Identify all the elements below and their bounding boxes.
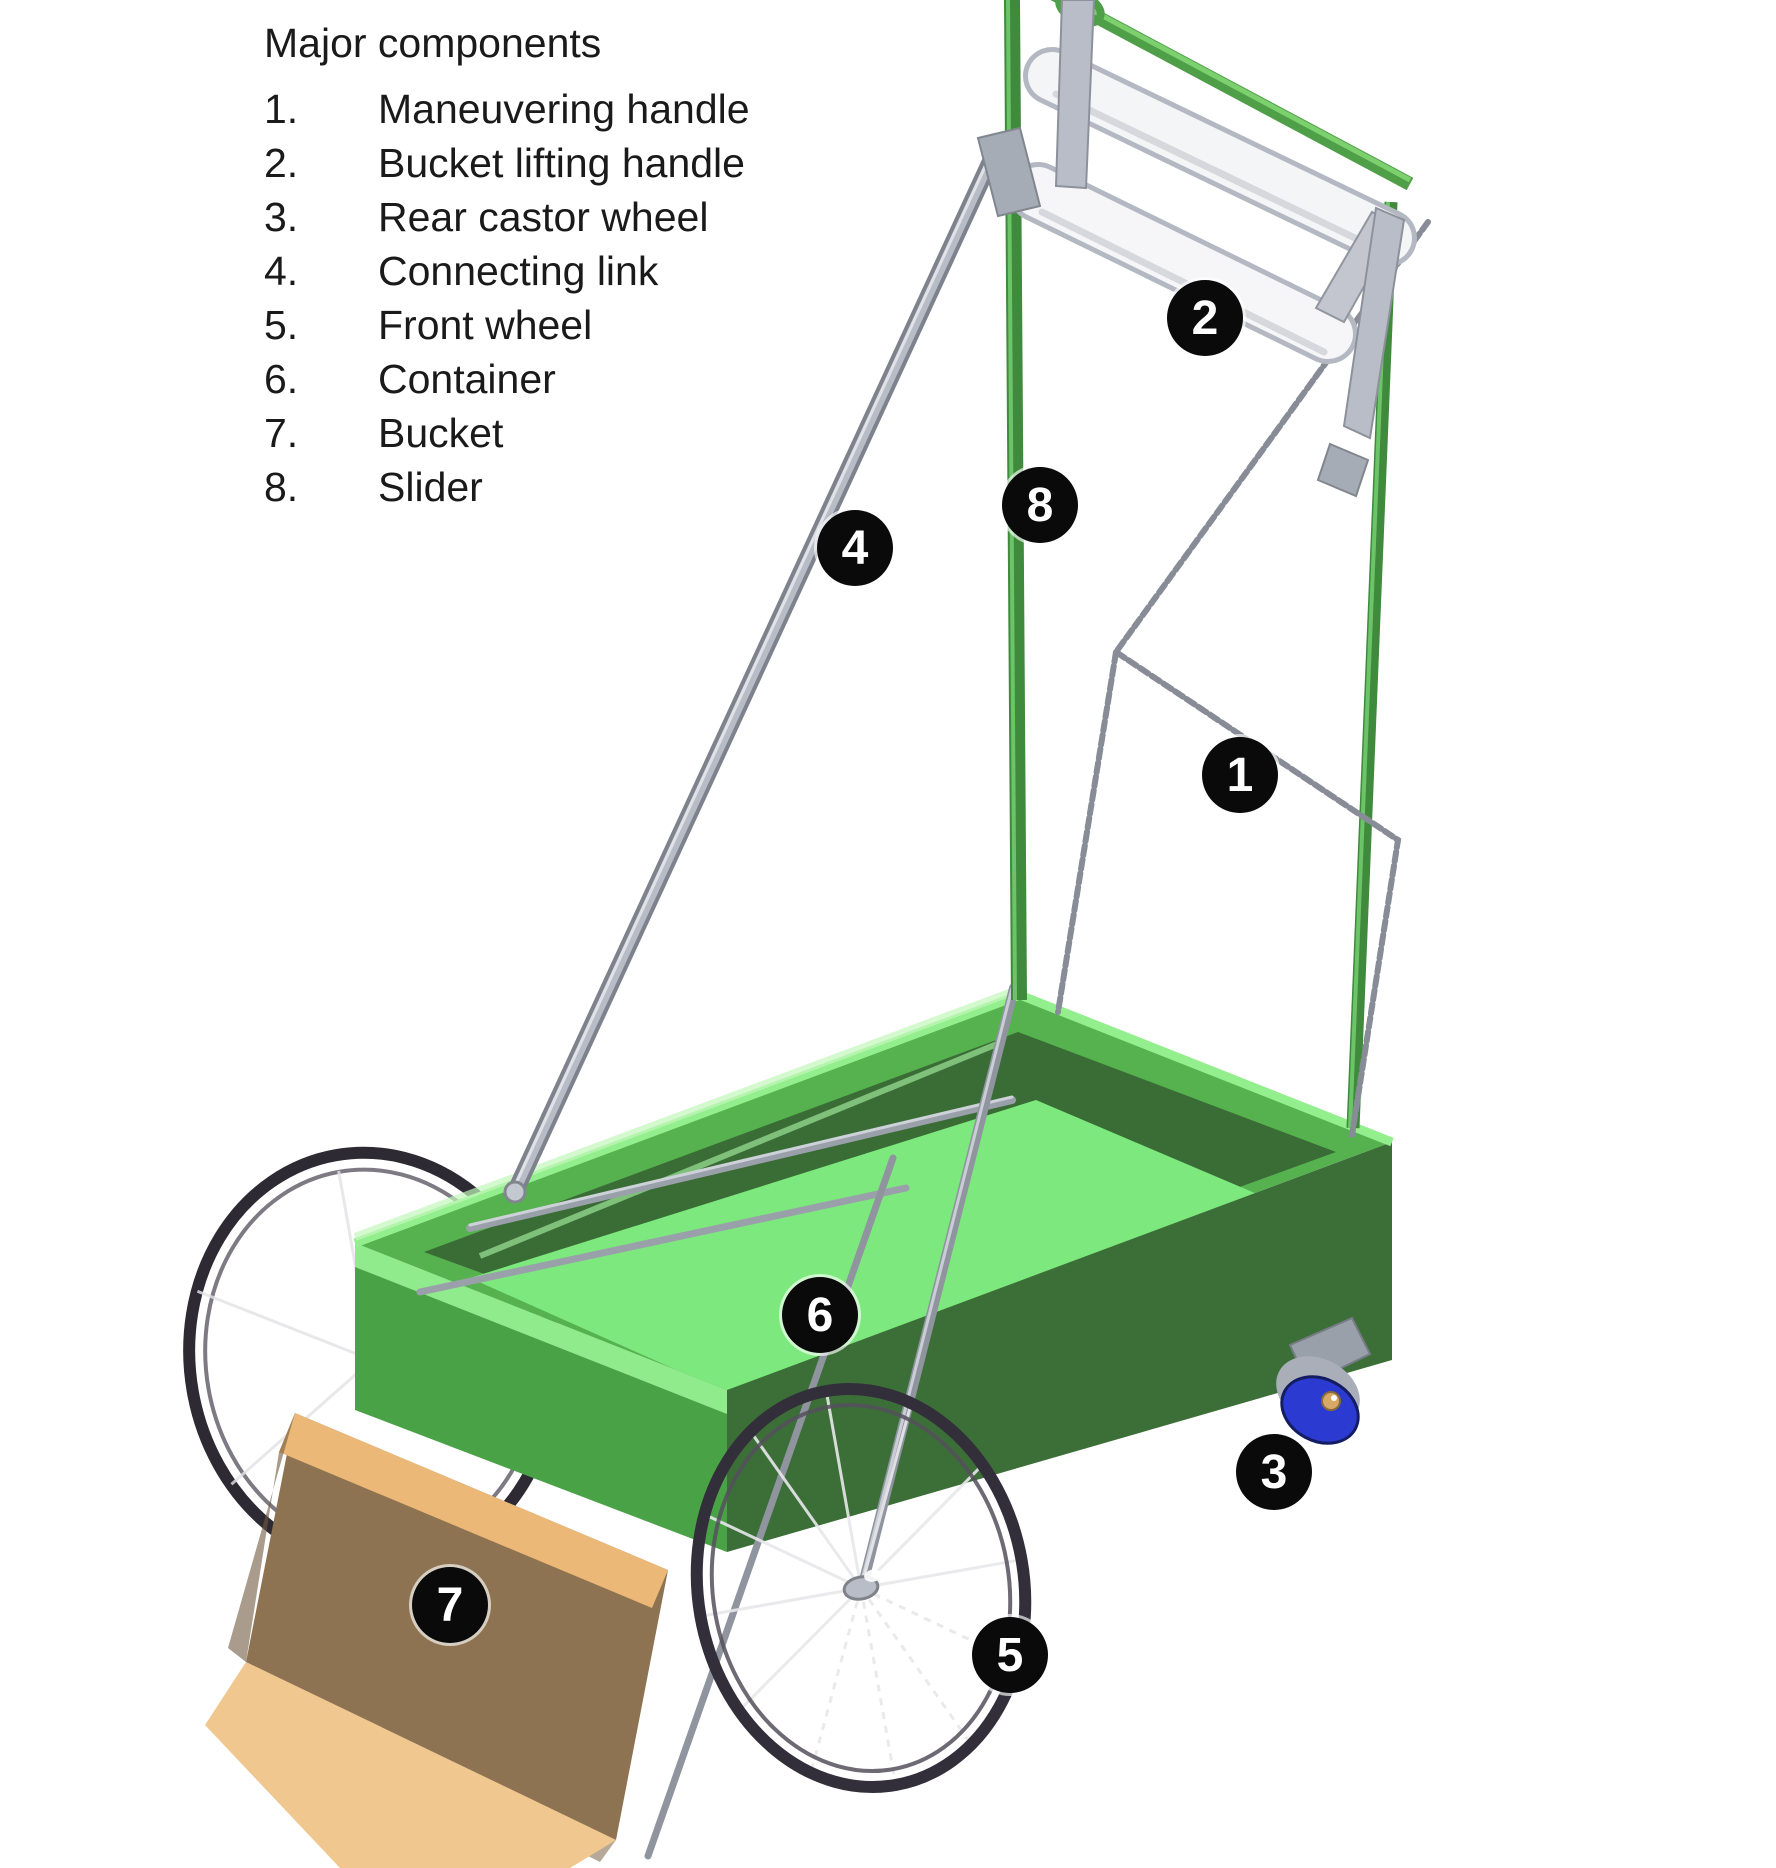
legend-item-rear-castor-wheel: 3.Rear castor wheel (264, 194, 709, 240)
connecting-link (503, 149, 1001, 1204)
callout-badge-connecting-link: 4 (817, 510, 893, 586)
legend-item-bucket: 7.Bucket (264, 410, 504, 456)
container-floor (470, 1100, 1290, 1396)
bucket-lip (205, 1662, 616, 1868)
legend-item-slider: 8.Slider (264, 464, 483, 510)
legend-item-front-wheel: 5.Front wheel (264, 302, 593, 348)
container-front-wall (355, 1243, 727, 1552)
legend-item-bucket-lifting-handle: 2.Bucket lifting handle (264, 140, 745, 186)
rear-castor-wheel (1276, 1316, 1372, 1445)
handle-left-bracket (1054, 0, 1096, 190)
bucket-lifting-handle (976, 0, 1417, 498)
callout-badge-front-wheel: 5 (972, 1617, 1048, 1693)
legend-item-connecting-link: 4.Connecting link (264, 248, 659, 294)
castor-blue-wheel (1280, 1375, 1360, 1445)
bucket-strut (644, 1154, 897, 1860)
callout-badge-slider: 8 (1002, 467, 1078, 543)
front-wheel-hub (842, 1575, 880, 1601)
frame-rails (416, 1095, 1016, 1296)
bucket-top-rim (279, 1413, 668, 1608)
legend-item-maneuvering-handle: 1.Maneuvering handle (264, 86, 750, 132)
legend-title: Major components (264, 20, 602, 66)
callout-badge-container: 6 (782, 1277, 858, 1353)
callout-badge-bucket-lifting-handle: 2 (1167, 280, 1243, 356)
callout-badge-rear-castor-wheel: 3 (1236, 1434, 1312, 1510)
callout-badge-maneuvering-handle: 1 (1202, 737, 1278, 813)
legend-item-container: 6.Container (264, 356, 556, 402)
front-wheel (690, 1383, 1032, 1793)
callout-badge-bucket: 7 (412, 1567, 488, 1643)
component-legend: Major components 1.Maneuvering handle 2.… (264, 16, 750, 514)
handle-right-bracket (1342, 206, 1406, 440)
